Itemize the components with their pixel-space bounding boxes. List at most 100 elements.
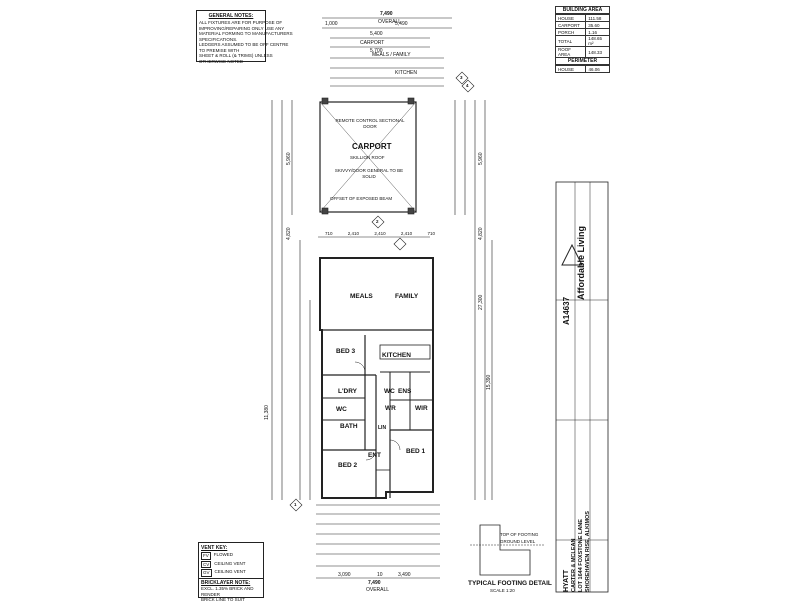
dim-bottom-right: 3,490 [398, 572, 411, 578]
dim-carport-depth-left: 5,960 [286, 152, 292, 165]
room-wr: WR [385, 405, 396, 412]
section-marker-label-1: 1 [294, 502, 297, 507]
general-note-line: IMPROVING/REPAIRING ONLY USE ANY [199, 25, 285, 31]
vent-key-text: FLOWED [213, 552, 234, 557]
general-notes-title: GENERAL NOTES: [208, 13, 254, 19]
room-wir: WIR [415, 405, 428, 412]
dim-carport-w: 5,400 [370, 31, 383, 37]
perimeter-label: HOUSE [554, 65, 587, 73]
title-block-frame [555, 181, 609, 593]
dim-row-kitchen: KITCHEN [395, 70, 417, 76]
general-note-line: ALL FIXTURES ARE FOR PURPOSE OF [199, 20, 283, 25]
general-note-line: SPECIFICATIONS. [199, 36, 238, 42]
area-value: 148.33 [585, 46, 610, 58]
dim-bottom-mid: 10 [377, 572, 383, 578]
vent-key-title: VENT KEY: [201, 545, 228, 551]
drawing-number: A14637 [562, 296, 571, 325]
vent-key-text: CEILING VENT [214, 560, 246, 566]
section-marker-3 [455, 71, 469, 85]
room-wc-1: WC [336, 406, 347, 413]
footing-label-1: TOP OF FOOTING [500, 532, 539, 537]
room-bath: BATH [340, 423, 358, 430]
general-note-line: MATERIAL FORMING TO MANUFACTURERS [199, 31, 293, 36]
grid-dim-value: 2,410 [400, 231, 413, 236]
section-marker-label-4: 4 [466, 83, 469, 88]
vent-symbol-icon: GV [201, 569, 212, 577]
dim-top-right: 5,490 [395, 21, 408, 27]
dim-overall-label: OVERALL [378, 19, 402, 25]
vent-symbol-icon: CV [201, 560, 212, 568]
grid-dim-value: 2,410 [374, 231, 386, 236]
room-meals: MEALS [350, 293, 373, 300]
area-label: ROOF AREA [554, 46, 587, 58]
section-marker-2a [371, 215, 385, 229]
door-arc-bed1 [389, 439, 401, 451]
carport-note-mid: SKILLION ROOF [350, 155, 385, 160]
dim-overall-bottom-label: OVERALL [366, 587, 390, 593]
section-marker-label-2a: 2 [376, 219, 379, 224]
dim-overall-bottom: 7,490 [368, 580, 381, 586]
grid-dim-value: 710 [325, 231, 333, 236]
room-bed3: BED 3 [336, 348, 356, 355]
building-area-title: BUILDING AREA [555, 6, 610, 14]
kitchen-bench [379, 344, 431, 360]
dim-right-overall: 27,300 [478, 294, 484, 310]
client-names: CARTER & MCLEAN [571, 538, 577, 592]
door-arc-bed3 [354, 361, 366, 373]
carport-outline [319, 101, 417, 213]
footing-scale: SCALE 1:20 [490, 588, 515, 593]
section-marker-4 [461, 79, 475, 93]
bricklayer-title: BRICKLAYER NOTE: [201, 580, 251, 586]
room-linen: LIN [378, 425, 387, 431]
room-ent: ENT [368, 452, 381, 459]
vent-symbol-icon: FV [201, 552, 211, 560]
section-marker-label-3: 3 [460, 75, 463, 80]
room-family: FAMILY [395, 293, 419, 300]
dim-meals-family: MEALS / FAMILY [372, 52, 411, 58]
carport-post-bl [321, 207, 329, 215]
room-kitchen: KITCHEN [382, 352, 411, 359]
client-name: HYATT [563, 569, 570, 592]
house-outer-wall [319, 257, 434, 499]
dim-left-total: 11,380 [264, 405, 270, 420]
section-marker-1 [289, 498, 303, 512]
room-bed1: BED 1 [406, 448, 426, 455]
carport-diag-2 [319, 101, 417, 213]
carport-post-br [407, 207, 415, 215]
address-line-2: SHOREHAVEN RISE, ALKIMOS [585, 511, 591, 592]
section-marker-2b [393, 237, 407, 251]
dim-carport-depth-right: 5,960 [478, 152, 484, 165]
bricklayer-note-panel: BRICKLAYER NOTE: EXCL. 1.35% BRICK AND R… [198, 578, 264, 602]
carport-note-top: REMOTE CONTROL SECTIONAL DOOR [335, 118, 405, 129]
dim-carport-label: CARPORT [360, 40, 385, 46]
general-note-line: OTHERWISE NOTED [199, 58, 244, 64]
logo-triangle-icon [561, 243, 583, 266]
dim-bottom-left: 3,090 [338, 572, 351, 578]
room-laundry: L'DRY [338, 388, 357, 395]
grid-dim-value: 710 [427, 231, 435, 236]
dim-gap-left: 4,820 [286, 227, 292, 240]
dim-overall-top: 7,490 [380, 11, 393, 17]
carport-note-low: SKIVVY/DOOR GENERAL TO BE SOLID [334, 168, 404, 179]
general-note-line: TO PREMISE WITH [199, 47, 240, 53]
dim-carport-w2: 5,700 [370, 48, 383, 54]
dim-right-total: 15,390 [486, 374, 492, 390]
room-bed2: BED 2 [338, 462, 358, 469]
room-carport: CARPORT [352, 142, 392, 151]
vent-key-text: CEILING VENT [214, 569, 246, 574]
carport-post-tl [321, 97, 329, 105]
perimeter-value: 46.06 [585, 65, 610, 73]
perimeter-row: HOUSE 46.06 [554, 65, 610, 73]
room-ens: ENS [398, 388, 412, 395]
